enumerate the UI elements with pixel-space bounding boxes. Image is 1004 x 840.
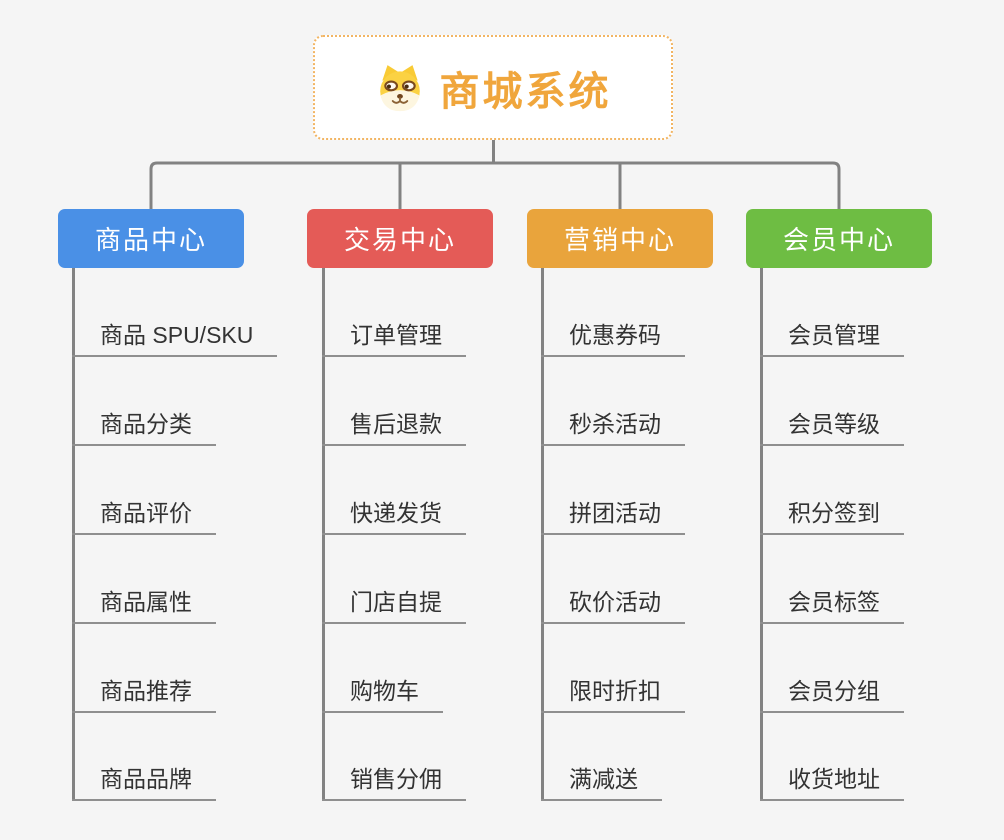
leaf-node[interactable]: 商品属性 xyxy=(72,586,216,624)
branch-label: 交易中心 xyxy=(343,225,456,255)
branch-product-children: 商品 SPU/SKU 商品分类 商品评价 商品属性 商品推荐 商品品牌 xyxy=(72,0,322,840)
branch-marketing-children: 优惠券码 秒杀活动 拼团活动 砍价活动 限时折扣 满减送 xyxy=(541,0,791,840)
leaf-node[interactable]: 满减送 xyxy=(541,763,662,801)
leaf-node[interactable]: 收货地址 xyxy=(760,763,904,801)
leaf-node[interactable]: 会员分组 xyxy=(760,675,904,713)
branch-trade-children: 订单管理 售后退款 快递发货 门店自提 购物车 销售分佣 xyxy=(322,0,572,840)
leaf-node[interactable]: 砍价活动 xyxy=(541,586,685,624)
leaf-node[interactable]: 售后退款 xyxy=(322,408,466,446)
leaf-node[interactable]: 限时折扣 xyxy=(541,675,685,713)
leaf-node[interactable]: 快递发货 xyxy=(322,497,466,535)
leaf-node[interactable]: 购物车 xyxy=(322,675,443,713)
leaf-node[interactable]: 拼团活动 xyxy=(541,497,685,535)
leaf-node[interactable]: 积分签到 xyxy=(760,497,904,535)
leaf-node[interactable]: 会员管理 xyxy=(760,319,904,357)
leaf-node[interactable]: 商品推荐 xyxy=(72,675,216,713)
branch-member-center[interactable]: 会员中心 xyxy=(746,209,932,268)
branch-label: 商品中心 xyxy=(94,225,207,255)
leaf-node[interactable]: 优惠券码 xyxy=(541,319,685,357)
leaf-node[interactable]: 商品分类 xyxy=(72,408,216,446)
branch-product-center[interactable]: 商品中心 xyxy=(58,209,244,268)
leaf-node[interactable]: 商品 SPU/SKU xyxy=(72,319,278,357)
leaf-node[interactable]: 会员标签 xyxy=(760,586,904,624)
leaf-node[interactable]: 门店自提 xyxy=(322,586,466,624)
branch-marketing-center[interactable]: 营销中心 xyxy=(527,209,713,268)
branch-label: 会员中心 xyxy=(782,225,895,255)
leaf-node[interactable]: 商品品牌 xyxy=(72,763,216,801)
leaf-node[interactable]: 订单管理 xyxy=(322,319,466,357)
dog-icon xyxy=(379,64,420,111)
branch-trade-center[interactable]: 交易中心 xyxy=(307,209,493,268)
root-title: 商城系统 xyxy=(439,69,612,114)
branch-member-children: 会员管理 会员等级 积分签到 会员标签 会员分组 收货地址 xyxy=(760,0,1004,840)
leaf-node[interactable]: 销售分佣 xyxy=(322,763,466,801)
leaf-node[interactable]: 会员等级 xyxy=(760,408,904,446)
branch-label: 营销中心 xyxy=(563,225,676,255)
leaf-node[interactable]: 商品评价 xyxy=(72,497,216,535)
root-node[interactable]: 商城系统 xyxy=(313,35,673,140)
leaf-node[interactable]: 秒杀活动 xyxy=(541,408,685,446)
